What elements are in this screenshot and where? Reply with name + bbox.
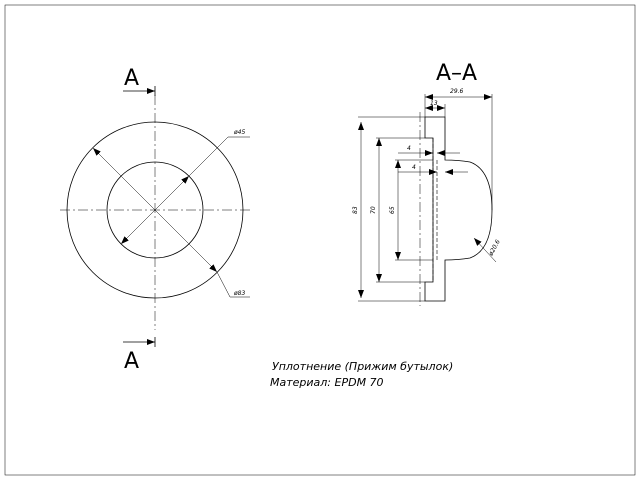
section-title: A–A: [436, 61, 477, 86]
dimension-w13: 13: [430, 100, 438, 107]
dimension-d83: ø83: [233, 290, 245, 297]
note-material: Материал: EPDM 70: [270, 376, 384, 389]
sheet-frame: [4, 4, 636, 476]
section-view: A–A 83 70 65 29.6 13 4 4: [352, 61, 502, 306]
dimension-r206: ø20.6: [487, 238, 502, 257]
leader-d83: [92, 147, 218, 273]
dimension-h65: 65: [389, 206, 396, 214]
dimension-h70: 70: [370, 206, 377, 214]
note-title: Уплотнение (Прижим бутылок): [272, 360, 453, 373]
leader-d83-ext: [216, 271, 231, 298]
dimension-d45: ø45: [233, 129, 245, 136]
seal-profile: [424, 116, 493, 302]
leader-r206: [473, 237, 497, 263]
section-marker-bottom: A: [124, 349, 139, 374]
dimension-t4a: 4: [407, 145, 411, 152]
section-marker-top: A: [124, 66, 139, 91]
dimension-w296: 29.6: [450, 88, 464, 95]
leader-d45-ext: [188, 136, 229, 177]
dimension-h83: 83: [352, 206, 359, 214]
dimension-t4b: 4: [412, 164, 416, 171]
front-view: ø45 ø83 A A: [60, 66, 250, 374]
